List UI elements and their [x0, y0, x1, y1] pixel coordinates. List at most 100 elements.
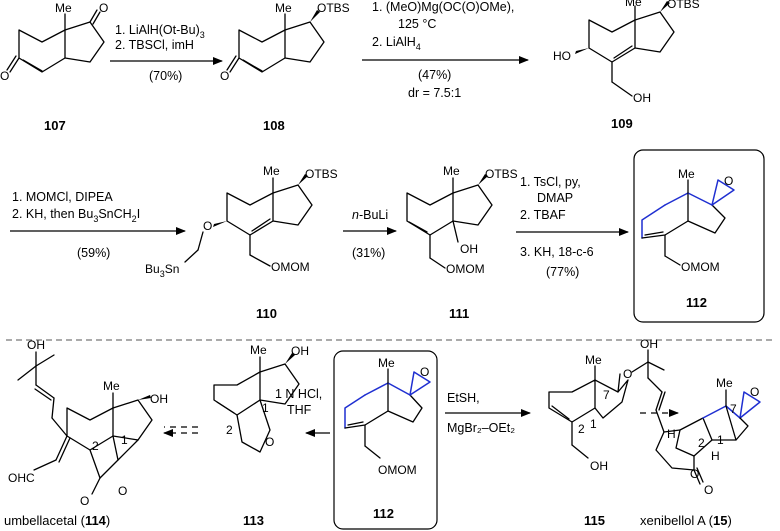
compound-number-112: 112 — [686, 295, 707, 310]
reagent-line-2: 2. TBAF — [520, 208, 566, 222]
locant-1: 1 — [262, 401, 269, 415]
reaction-step-3: 1. MOMCl, DIPEA 2. KH, then Bu3SnCH2I (5… — [10, 190, 186, 260]
me-label: Me — [250, 343, 267, 357]
reaction-step-4: n-BuLi (31%) — [343, 208, 397, 260]
oxygen-label: O — [420, 365, 429, 379]
me-label: Me — [678, 167, 695, 181]
reagent-line-1: 1 N HCl, — [275, 387, 322, 401]
bu3sn-label: Bu3Sn — [145, 262, 179, 279]
yield-label: (70%) — [149, 69, 182, 83]
oxygen-label: O — [220, 69, 229, 83]
oxygen-label: O — [118, 484, 127, 498]
oxygen-label: O — [0, 69, 9, 83]
reagent-line-3: 2. LiAlH4 — [372, 35, 421, 52]
me-label: Me — [443, 164, 460, 178]
compound-115: Me O OH 7 2 1 115 — [548, 353, 632, 528]
compound-114: Me OH OH OHC O O 2 1 umbellacetal (114) — [4, 338, 168, 528]
compound-number-112: 112 — [373, 506, 394, 521]
oh-label: OH — [640, 337, 658, 351]
reagent-line-1: 1. MOMCl, DIPEA — [12, 190, 113, 204]
oh-label: OH — [590, 459, 608, 473]
oh-label: OH — [27, 338, 45, 352]
compound-109: Me OTBS HO OH 109 — [553, 0, 700, 131]
me-label: Me — [263, 164, 280, 178]
oxygen-label: O — [623, 367, 632, 381]
oxygen-label: O — [203, 219, 212, 233]
oxygen-label: O — [750, 385, 759, 399]
locant-2: 2 — [698, 436, 705, 450]
ho-label: HO — [553, 49, 571, 63]
oxygen-label: O — [690, 467, 699, 481]
yield-label: (77%) — [546, 265, 579, 279]
reagent-label: n-BuLi — [352, 208, 388, 222]
me-label: Me — [716, 376, 733, 390]
otbs-label: OTBS — [485, 167, 518, 181]
locant-2: 2 — [578, 422, 585, 436]
reaction-step-1: 1. LiAlH(Ot-Bu)3 2. TBSCl, imH (70%) — [110, 23, 223, 83]
otbs-label: OTBS — [667, 0, 700, 11]
oh-label: OH — [633, 91, 651, 105]
otbs-label: OTBS — [317, 1, 350, 15]
compound-name-xenibellol: xenibellol A (15) — [640, 513, 732, 528]
me-label: Me — [625, 0, 642, 9]
me-label: Me — [103, 379, 120, 393]
oxygen-label: O — [99, 1, 108, 15]
dashed-arrow-left — [163, 426, 198, 437]
compound-15: Me O OH O O H H 7 2 1 xenibellol A (15) — [631, 337, 761, 528]
reaction-step-2: 1. (MeO)Mg(OC(O)OMe), 125 °C 2. LiAlH4 (… — [362, 0, 529, 100]
starting-material-box — [333, 350, 438, 530]
reagent-line-2: 125 °C — [398, 17, 436, 31]
omom-label: OMOM — [446, 262, 485, 276]
compound-number-111: 111 — [449, 306, 469, 321]
locant-1: 1 — [590, 417, 597, 431]
omom-label: OMOM — [271, 260, 310, 274]
reagent-line-2: MgBr₂–OEt₂ — [447, 421, 515, 435]
h-label: H — [711, 449, 720, 463]
locant-1: 1 — [717, 433, 724, 447]
oxygen-label: O — [265, 435, 274, 449]
me-label: Me — [378, 356, 395, 370]
oh-label: OH — [460, 242, 478, 256]
locant-7: 7 — [730, 402, 737, 416]
target-box — [633, 149, 765, 323]
h-label: H — [667, 427, 676, 441]
me-label: Me — [55, 1, 72, 15]
reaction-step-hcl: 1 N HCl, THF — [275, 387, 330, 437]
oxygen-label: O — [724, 174, 733, 188]
compound-name-umbellacetal: umbellacetal (114) — [4, 513, 110, 528]
reagent-line-2: 2. TBSCl, imH — [115, 38, 194, 52]
oh-label: OH — [291, 344, 309, 358]
reagent-line-3: 3. KH, 18-c-6 — [520, 245, 594, 259]
compound-number-113: 113 — [243, 513, 264, 528]
reaction-step-etsh: EtSH, MgBr₂–OEt₂ — [445, 391, 531, 435]
locant-2: 2 — [92, 439, 99, 453]
reagent-line-1: 1. (MeO)Mg(OC(O)OMe), — [372, 0, 514, 14]
reagent-line-1b: DMAP — [537, 191, 573, 205]
compound-number-115: 115 — [584, 513, 605, 528]
reagent-line-2: THF — [287, 403, 312, 417]
yield-label: (31%) — [352, 246, 385, 260]
yield-label: (59%) — [77, 246, 110, 260]
compound-108: Me OTBS O 108 — [220, 1, 350, 133]
omom-label: OMOM — [378, 463, 417, 477]
otbs-label: OTBS — [305, 167, 338, 181]
ohc-label: OHC — [8, 471, 35, 485]
locant-2: 2 — [226, 423, 233, 437]
locant-7: 7 — [603, 388, 610, 402]
omom-label: OMOM — [681, 260, 720, 274]
oxygen-label: O — [704, 483, 713, 497]
locant-1: 1 — [121, 433, 128, 447]
compound-number-110: 110 — [256, 306, 277, 321]
dr-label: dr = 7.5:1 — [408, 86, 461, 100]
me-label: Me — [275, 1, 292, 15]
compound-113: Me OH O 2 1 113 — [213, 343, 309, 528]
reagent-line-1: EtSH, — [447, 391, 480, 405]
compound-110: Me OTBS O Bu3Sn OMOM 110 — [145, 164, 338, 321]
reaction-step-5: 1. TsCl, py, DMAP 2. TBAF 3. KH, 18-c-6 … — [516, 175, 629, 279]
reagent-line-1: 1. LiAlH(Ot-Bu)3 — [115, 23, 205, 40]
compound-112-bottom: Me O OMOM 112 — [344, 356, 431, 521]
compound-number-109: 109 — [611, 116, 633, 131]
compound-111: Me OTBS OH OMOM 111 — [406, 164, 518, 321]
compound-number-107: 107 — [44, 118, 66, 133]
